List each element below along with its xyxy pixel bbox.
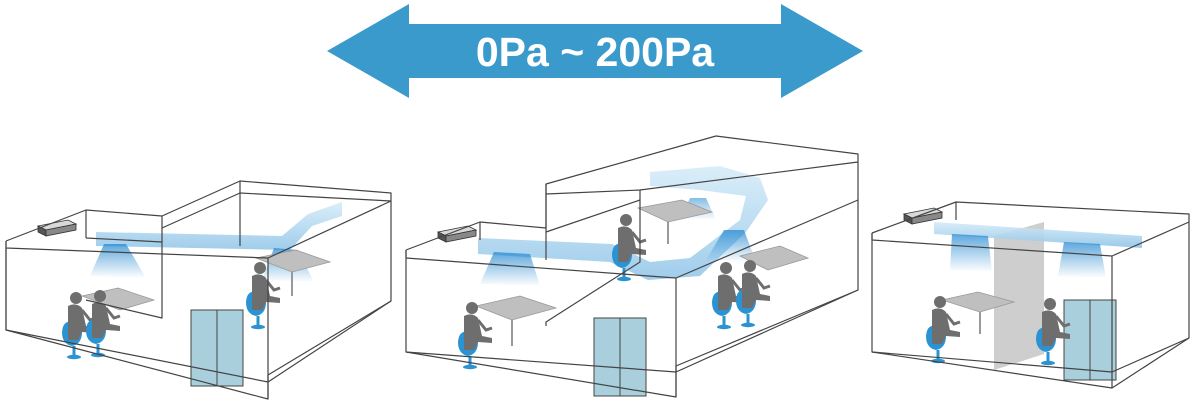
door [593, 317, 647, 397]
double-arrow-shape [327, 4, 863, 98]
room-two-level [405, 135, 859, 398]
room-l-shaped [5, 180, 392, 400]
airflow-icon [1058, 242, 1106, 278]
duct [478, 166, 768, 280]
airflow-icon [480, 252, 540, 286]
airflow-icon [90, 244, 146, 278]
room-outline [871, 201, 1190, 389]
table [636, 199, 714, 223]
pressure-range-arrow: 0Pa ~ 200Pa [327, 4, 863, 98]
airflow-icon [706, 230, 756, 262]
person-seated [924, 294, 962, 365]
partition-wall [994, 222, 1044, 370]
indoor-unit-icon [37, 219, 77, 237]
duct [96, 202, 342, 250]
door [1063, 299, 1117, 381]
room-outline [5, 180, 392, 400]
door [190, 309, 244, 387]
room-partitioned [871, 201, 1190, 389]
table [474, 295, 558, 321]
person-seated [734, 258, 772, 329]
room-outline [405, 135, 859, 398]
duct [934, 222, 1142, 248]
indoor-unit-icon [903, 207, 943, 225]
indoor-unit-icon [437, 225, 477, 243]
airflow-icon [950, 234, 992, 272]
table [738, 245, 810, 271]
person-seated [456, 300, 494, 371]
table [940, 291, 1016, 313]
pressure-range-label: 0Pa ~ 200Pa [476, 29, 715, 75]
